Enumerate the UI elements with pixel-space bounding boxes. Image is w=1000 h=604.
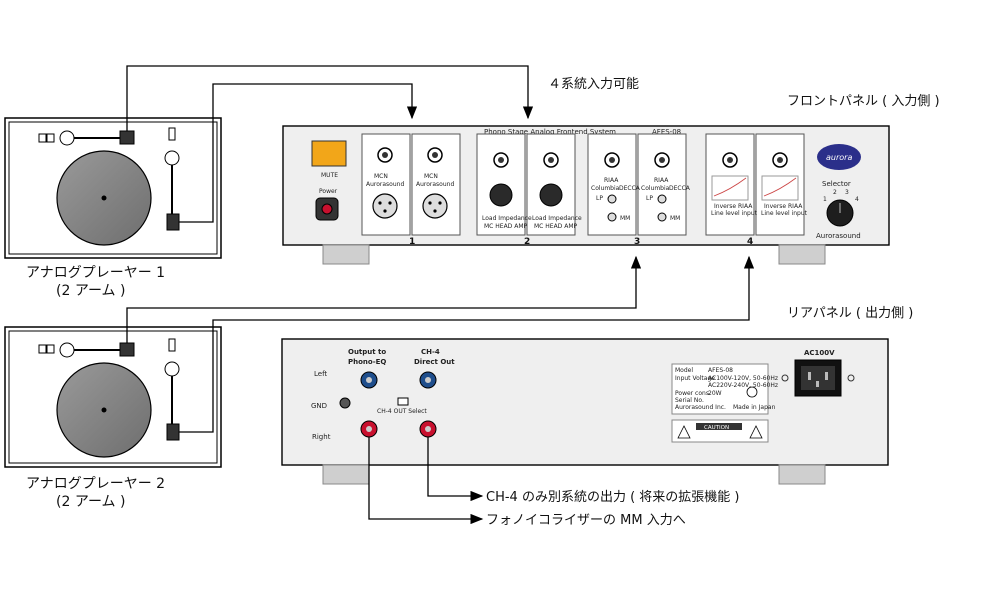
signal-wires (126, 65, 755, 433)
load-impedance-knob[interactable] (489, 183, 513, 207)
decca-label: DECCA (619, 185, 641, 192)
columbia-label: Columbia (641, 185, 670, 192)
spec-power-val: 20W (708, 390, 722, 397)
spec-v1: AC100V-120V, 50-60Hz (708, 375, 778, 382)
player2-line1: アナログプレーヤー 2 (26, 476, 165, 492)
input-module-1: MCN MCN Aurorasound Aurorasound (361, 133, 461, 236)
ch4-select-switch[interactable] (397, 397, 409, 406)
load-sub: MC HEAD AMP (484, 223, 527, 230)
mcn-label: MCN (374, 173, 388, 180)
columbia-label: Columbia (591, 185, 620, 192)
caution-label: CAUTION (704, 425, 729, 431)
lp-label: LP (596, 195, 603, 202)
ch4-note: CH-4 のみ別系統の出力 ( 将来の拡張機能 ) (486, 490, 740, 505)
player1-line2: (2 アーム ) (56, 283, 125, 299)
eq-toggle-switch[interactable] (607, 194, 617, 204)
phono-eq-label: Phono-EQ (348, 358, 386, 366)
spec-plate (671, 363, 769, 415)
phono-note: フォノイコライザーの MM 入力へ (486, 513, 686, 528)
output-to-label: Output to (348, 348, 386, 356)
ch4-label: CH-4 (421, 348, 440, 356)
module-number-3: 3 (634, 237, 640, 247)
spec-model-val: AFES-08 (708, 367, 733, 374)
mcn-brand: Aurorasound (366, 181, 404, 188)
load-label: Load Impedance (532, 215, 582, 222)
decca-label: DECCA (669, 185, 691, 192)
selector-pos-3: 3 (845, 189, 849, 196)
front-model: AFES-08 (652, 128, 681, 136)
line-level-label: Line level input (761, 210, 808, 217)
inverse-riaa-graph (711, 175, 749, 201)
module-number-2: 2 (524, 237, 530, 247)
spec-serial: Serial No. (675, 397, 704, 404)
front-panel: Phono Stage Analog Frontend System AFES-… (282, 125, 890, 265)
spec-maker: Aurorasound Inc. (675, 404, 726, 411)
mcn-label: MCN (424, 173, 438, 180)
input-module-2: Load Impedance Load Impedance MC HEAD AM… (476, 133, 582, 236)
xlr-connector[interactable] (422, 193, 448, 219)
brand-label: Aurorasound (816, 232, 861, 240)
spec-v2: AC220V-240V, 50-60Hz (708, 382, 778, 389)
load-impedance-knob[interactable] (539, 183, 563, 207)
lp-label: LP (646, 195, 653, 202)
power-button[interactable] (321, 203, 333, 215)
player1-line1: アナログプレーヤー 1 (26, 265, 165, 281)
mute-label: MUTE (321, 172, 338, 179)
aurora-logo (817, 144, 861, 170)
module-number-1: 1 (409, 237, 415, 247)
riaa-label: RIAA (604, 177, 619, 184)
module-number-4: 4 (747, 237, 753, 247)
mcn-brand: Aurorasound (416, 181, 454, 188)
input-module-3: RIAA RIAA Columbia Columbia DECCA DECCA … (587, 133, 691, 236)
mm-label: MM (670, 215, 680, 222)
spec-voltage: Input Voltage (675, 375, 715, 382)
eq-toggle-switch[interactable] (657, 194, 667, 204)
rear-panel-label: リアパネル ( 出力側 ) (787, 306, 913, 321)
aurora-logo-text: aurora (826, 153, 852, 162)
line-level-label: Line level input (711, 210, 758, 217)
spec-made: Made in Japan (733, 404, 776, 411)
rear-panel: Left GND Right Output to Phono-EQ CH-4 D… (281, 338, 889, 485)
input-module-4: Inverse RIAA Inverse RIAA Line level inp… (705, 133, 808, 236)
inverse-riaa-label: Inverse RIAA (714, 203, 753, 210)
mute-button[interactable] (311, 140, 347, 167)
turntable-1 (4, 117, 222, 259)
load-label: Load Impedance (482, 215, 532, 222)
player2-line2: (2 アーム ) (56, 494, 125, 510)
spec-model: Model (675, 367, 693, 374)
selector-pos-4: 4 (855, 196, 859, 203)
front-title: Phono Stage Analog Frontend System (484, 128, 616, 136)
power-label: Power (319, 188, 338, 195)
selector-pos-1: 1 (823, 196, 827, 203)
xlr-connector[interactable] (372, 193, 398, 219)
mm-toggle-switch[interactable] (657, 212, 667, 222)
riaa-label: RIAA (654, 177, 669, 184)
rear-gnd-label: GND (311, 402, 327, 410)
output-wires (368, 437, 484, 525)
mm-label: MM (620, 215, 630, 222)
mm-toggle-switch[interactable] (607, 212, 617, 222)
ch4-select-label: CH-4 OUT Select (377, 408, 427, 415)
inverse-riaa-graph (761, 175, 799, 201)
selector-label: Selector (822, 180, 851, 188)
inverse-riaa-label: Inverse RIAA (764, 203, 803, 210)
selector-pos-2: 2 (833, 189, 837, 196)
front-panel-label: フロントパネル ( 入力側 ) (787, 94, 940, 109)
turntable-2 (4, 326, 222, 468)
rear-right-label: Right (312, 433, 331, 441)
rear-left-label: Left (314, 370, 327, 378)
inputs-note: ４系統入力可能 (548, 77, 639, 92)
spec-power: Power cons. (675, 390, 711, 397)
gnd-terminal[interactable] (339, 397, 351, 409)
load-sub: MC HEAD AMP (534, 223, 577, 230)
direct-out-label: Direct Out (414, 358, 455, 366)
ac-label: AC100V (804, 349, 835, 357)
